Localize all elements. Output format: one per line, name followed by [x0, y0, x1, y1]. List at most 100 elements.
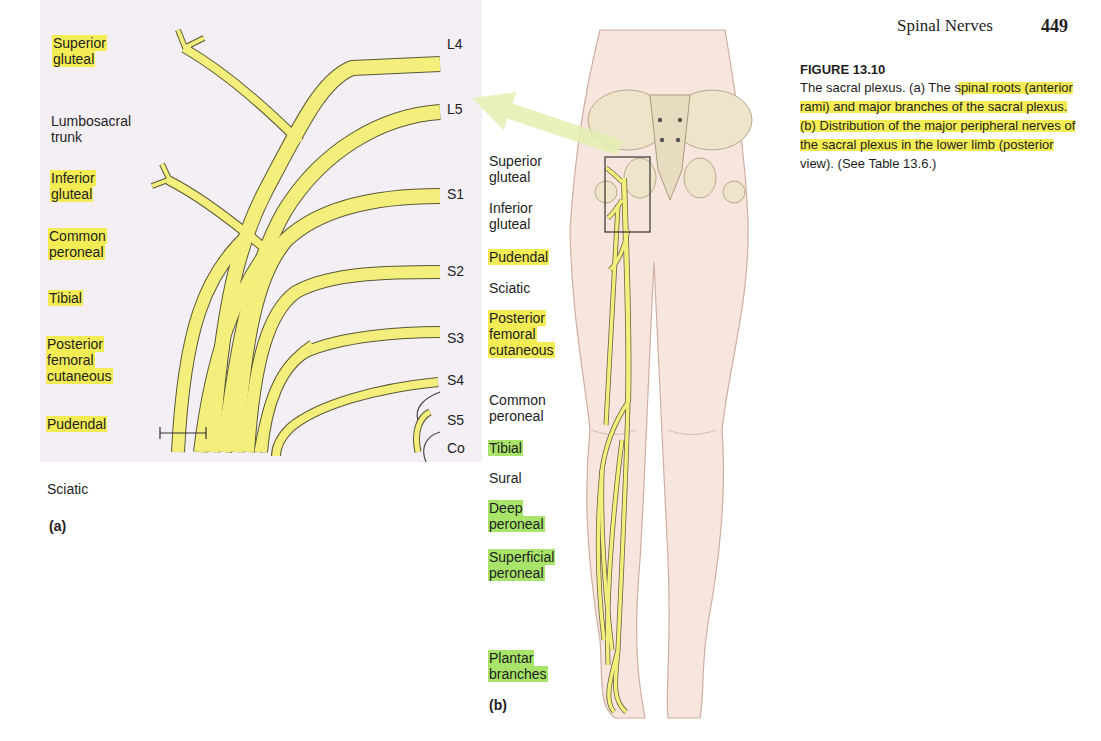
nerve: [598, 470, 604, 640]
nerve-label: Pudendal: [488, 249, 549, 265]
nerve: [178, 30, 204, 50]
nerve: [624, 178, 629, 402]
bracket: [160, 427, 206, 439]
nerve-outlines: [598, 168, 628, 712]
root-label: S2: [446, 263, 465, 279]
running-head: Spinal Nerves: [896, 16, 994, 35]
root-label: S1: [446, 186, 465, 202]
nerve-label-slot: Superior gluteal: [488, 153, 558, 185]
root-label-slot: S4: [446, 372, 476, 388]
pelvis-bone: [624, 158, 656, 198]
nerve-label: Sural: [488, 470, 523, 486]
panel-letter-slot: (a): [48, 518, 88, 534]
sacrum-edge: [417, 392, 440, 462]
nerve: [609, 650, 618, 712]
nerve-label: Pudendal: [46, 416, 107, 432]
nerve: [610, 230, 628, 270]
nerve: [178, 30, 204, 50]
nerve-fills: [152, 30, 440, 456]
root-label-slot: S5: [446, 412, 476, 428]
root-label-slot: L4: [446, 36, 476, 52]
nerve-label: Deep peroneal: [488, 500, 545, 532]
nerve: [276, 382, 438, 456]
nerve-label-slot: Superficial peroneal: [488, 549, 573, 581]
nerve-outlines: [152, 30, 440, 456]
panel-letter-slot: (b): [488, 697, 528, 713]
nerve: [606, 205, 618, 425]
root-label-slot: L5: [446, 101, 476, 117]
nerve-label: Superior gluteal: [488, 153, 543, 185]
nerve-label-slot: Pudendal: [46, 416, 126, 432]
nerve-label-slot: Sciatic: [46, 481, 126, 497]
page-number: 449: [1040, 16, 1069, 36]
nerve-label-slot: Posterior femoral cutaneous: [488, 310, 570, 358]
nerve-label-slot: Tibial: [48, 290, 118, 306]
root-label: S5: [446, 412, 465, 428]
nerve: [602, 402, 628, 470]
nerve-label-slot: Plantar branches: [488, 650, 558, 682]
nerve-label: Tibial: [48, 290, 83, 306]
nerve-label-slot: Lumbosacral trunk: [50, 113, 145, 145]
nerve-label-slot: Posterior femoral cutaneous: [46, 336, 128, 384]
femur-head: [723, 181, 745, 203]
nerve-label-slot: Common peroneal: [488, 392, 568, 424]
root-label-slot: S2: [446, 263, 476, 279]
nerve-fills: [598, 168, 628, 712]
sacral-foramen: [678, 118, 682, 122]
pelvis-bone: [684, 158, 716, 198]
nerve-label: Superior gluteal: [52, 35, 107, 67]
nerve-label-slot: Inferior gluteal: [488, 200, 558, 232]
nerve: [212, 64, 440, 452]
root-label: Co: [446, 440, 466, 456]
panel-letter: (b): [488, 697, 508, 713]
sacral-foramen: [676, 138, 680, 142]
nerve-label: Superficial peroneal: [488, 549, 555, 581]
nerve-label-slot: Sural: [488, 470, 558, 486]
nerve-label: Common peroneal: [488, 392, 547, 424]
nerve-label: Inferior gluteal: [488, 200, 534, 232]
figure-number: FIGURE 13.10: [800, 60, 1082, 79]
nerve: [276, 382, 438, 456]
nerve: [184, 48, 300, 142]
nerve-label: Lumbosacral trunk: [50, 113, 132, 145]
panel-ground: [40, 0, 482, 462]
nerve: [608, 200, 622, 218]
nerve-label: Tibial: [488, 440, 523, 456]
nerve: [606, 205, 618, 425]
nerve: [624, 178, 629, 402]
nerve-label-slot: Common peroneal: [48, 228, 126, 260]
nerve-label: Sciatic: [46, 481, 89, 497]
nerve: [248, 272, 440, 452]
nerve: [212, 64, 440, 452]
nerve-label-slot: Pudendal: [488, 249, 568, 265]
nerve: [417, 412, 431, 452]
running-head-slot: Spinal Nerves: [896, 16, 1026, 36]
nerve: [236, 196, 440, 452]
root-label-slot: S1: [446, 186, 476, 202]
nerve: [608, 440, 622, 665]
figure-caption: The sacral plexus. (a) The spinal roots …: [800, 78, 1082, 173]
nerve: [258, 344, 312, 452]
nerve: [178, 232, 252, 452]
nerve-label-slot: Tibial: [488, 440, 558, 456]
nerve-label: Posterior femoral cutaneous: [46, 336, 113, 384]
nerve-label-slot: Sciatic: [488, 280, 568, 296]
page-number-slot: 449: [1040, 16, 1090, 37]
sacral-foramen: [660, 138, 664, 142]
nerve-label: Inferior gluteal: [50, 170, 96, 202]
root-label: L4: [446, 36, 464, 52]
nerve: [417, 412, 431, 452]
pointer-arrow: [472, 92, 623, 156]
femur-head: [595, 181, 617, 203]
panel-letter: (a): [48, 518, 67, 534]
nerve: [184, 48, 300, 142]
nerve: [606, 168, 622, 182]
sacral-foramen: [658, 118, 662, 122]
nerve: [248, 272, 440, 452]
root-label-slot: Co: [446, 440, 476, 456]
nerve-label: Sciatic: [488, 280, 531, 296]
root-label-slot: S3: [446, 330, 476, 346]
root-label: S4: [446, 372, 465, 388]
nerve: [608, 200, 622, 218]
inset-frame: [605, 157, 650, 232]
